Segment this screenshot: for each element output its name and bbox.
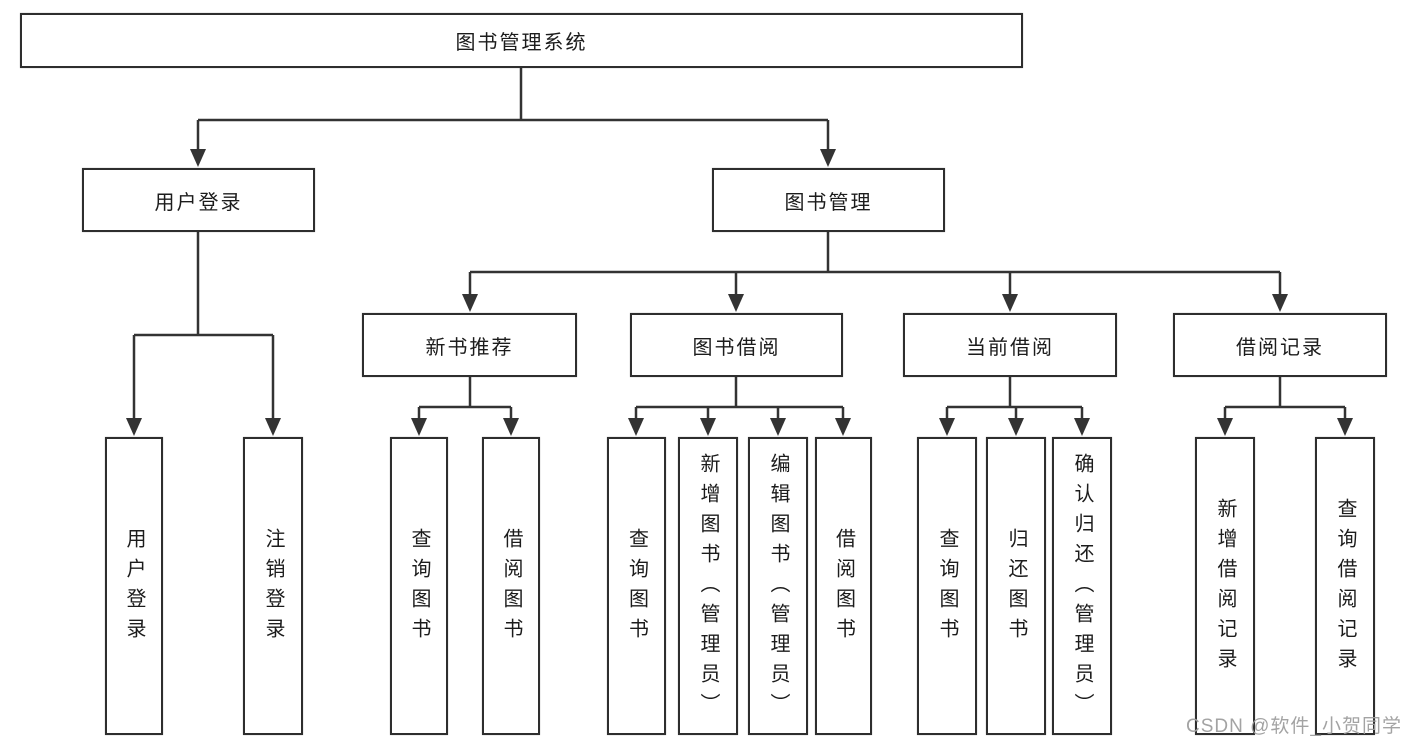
node-borrow-records: 借阅记录	[1173, 313, 1387, 377]
leaf-query-books-borrow: 查询图书	[607, 437, 666, 735]
leaf-borrow-books: 借阅图书	[815, 437, 872, 735]
node-book-management: 图书管理	[712, 168, 945, 232]
leaf-edit-books-admin: 编辑图书（管理员）	[748, 437, 808, 735]
leaf-add-borrow-record: 新增借阅记录	[1195, 437, 1255, 735]
connector-userlogin-to-leaves	[132, 232, 275, 423]
node-current-borrow: 当前借阅	[903, 313, 1117, 377]
leaf-query-borrow-record: 查询借阅记录	[1315, 437, 1375, 735]
csdn-watermark: CSDN @软件_小贺同学	[1186, 716, 1402, 737]
leaf-query-books-recommend: 查询图书	[390, 437, 448, 735]
node-user-login: 用户登录	[82, 168, 315, 232]
leaf-logout: 注销登录	[243, 437, 303, 735]
leaf-query-books-current: 查询图书	[917, 437, 977, 735]
connector-newbook-to-leaves	[417, 377, 513, 423]
node-root: 图书管理系统	[20, 13, 1023, 68]
leaf-borrow-books-recommend: 借阅图书	[482, 437, 540, 735]
node-book-borrow: 图书借阅	[630, 313, 843, 377]
leaf-return-books: 归还图书	[986, 437, 1046, 735]
connector-root-to-level2	[196, 68, 830, 154]
leaf-user-login: 用户登录	[105, 437, 163, 735]
connector-bookborrow-to-leaves	[634, 377, 845, 423]
leaf-add-books-admin: 新增图书（管理员）	[678, 437, 738, 735]
leaf-confirm-return-admin: 确认归还（管理员）	[1052, 437, 1112, 735]
connector-bookmgmt-to-level3	[468, 232, 1282, 299]
node-new-book-recommend: 新书推荐	[362, 313, 577, 377]
connector-currentborrow-to-leaves	[945, 377, 1084, 423]
connector-borrowrecords-to-leaves	[1223, 377, 1347, 423]
